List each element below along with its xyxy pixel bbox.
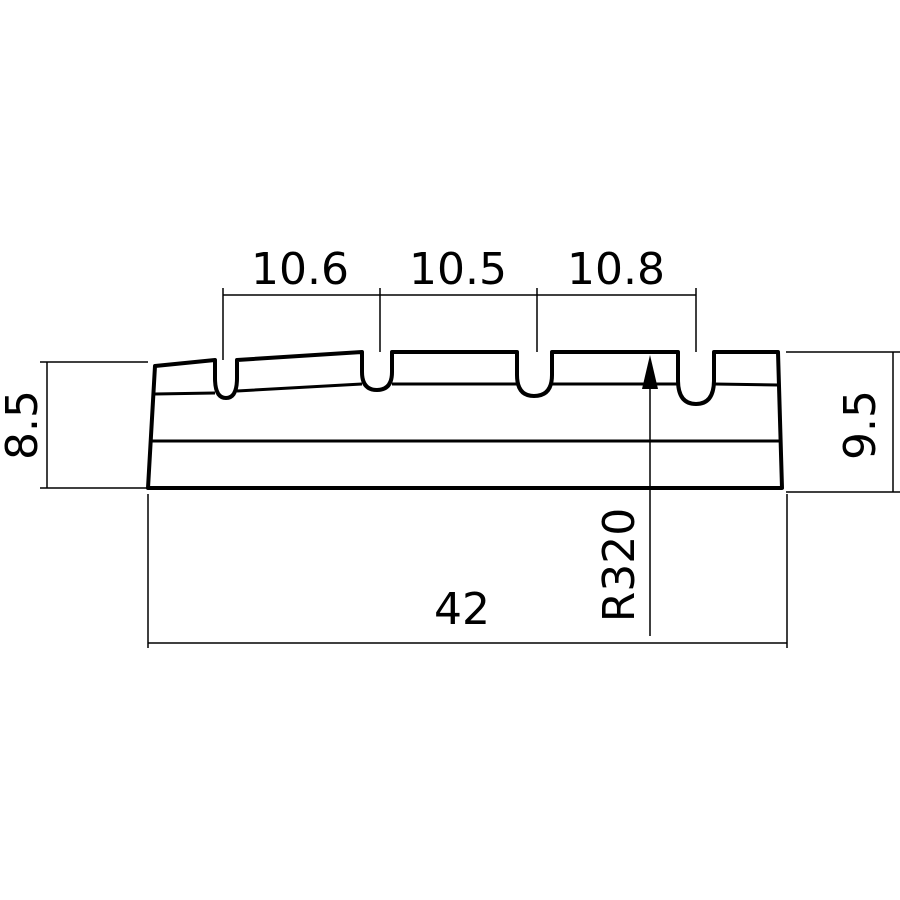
spacing-label-2: 10.5: [409, 244, 507, 295]
spacing-label-3: 10.8: [567, 244, 665, 295]
spacing-label-1: 10.6: [251, 244, 349, 295]
radius-label: R320: [594, 508, 645, 623]
right-height-label: 9.5: [835, 390, 886, 460]
nut-outline: [146, 350, 784, 490]
width-label: 42: [434, 584, 490, 635]
radius-arrowhead: [642, 355, 658, 389]
left-height-label: 8.5: [0, 390, 48, 460]
slot-floor-line: [154, 382, 779, 396]
